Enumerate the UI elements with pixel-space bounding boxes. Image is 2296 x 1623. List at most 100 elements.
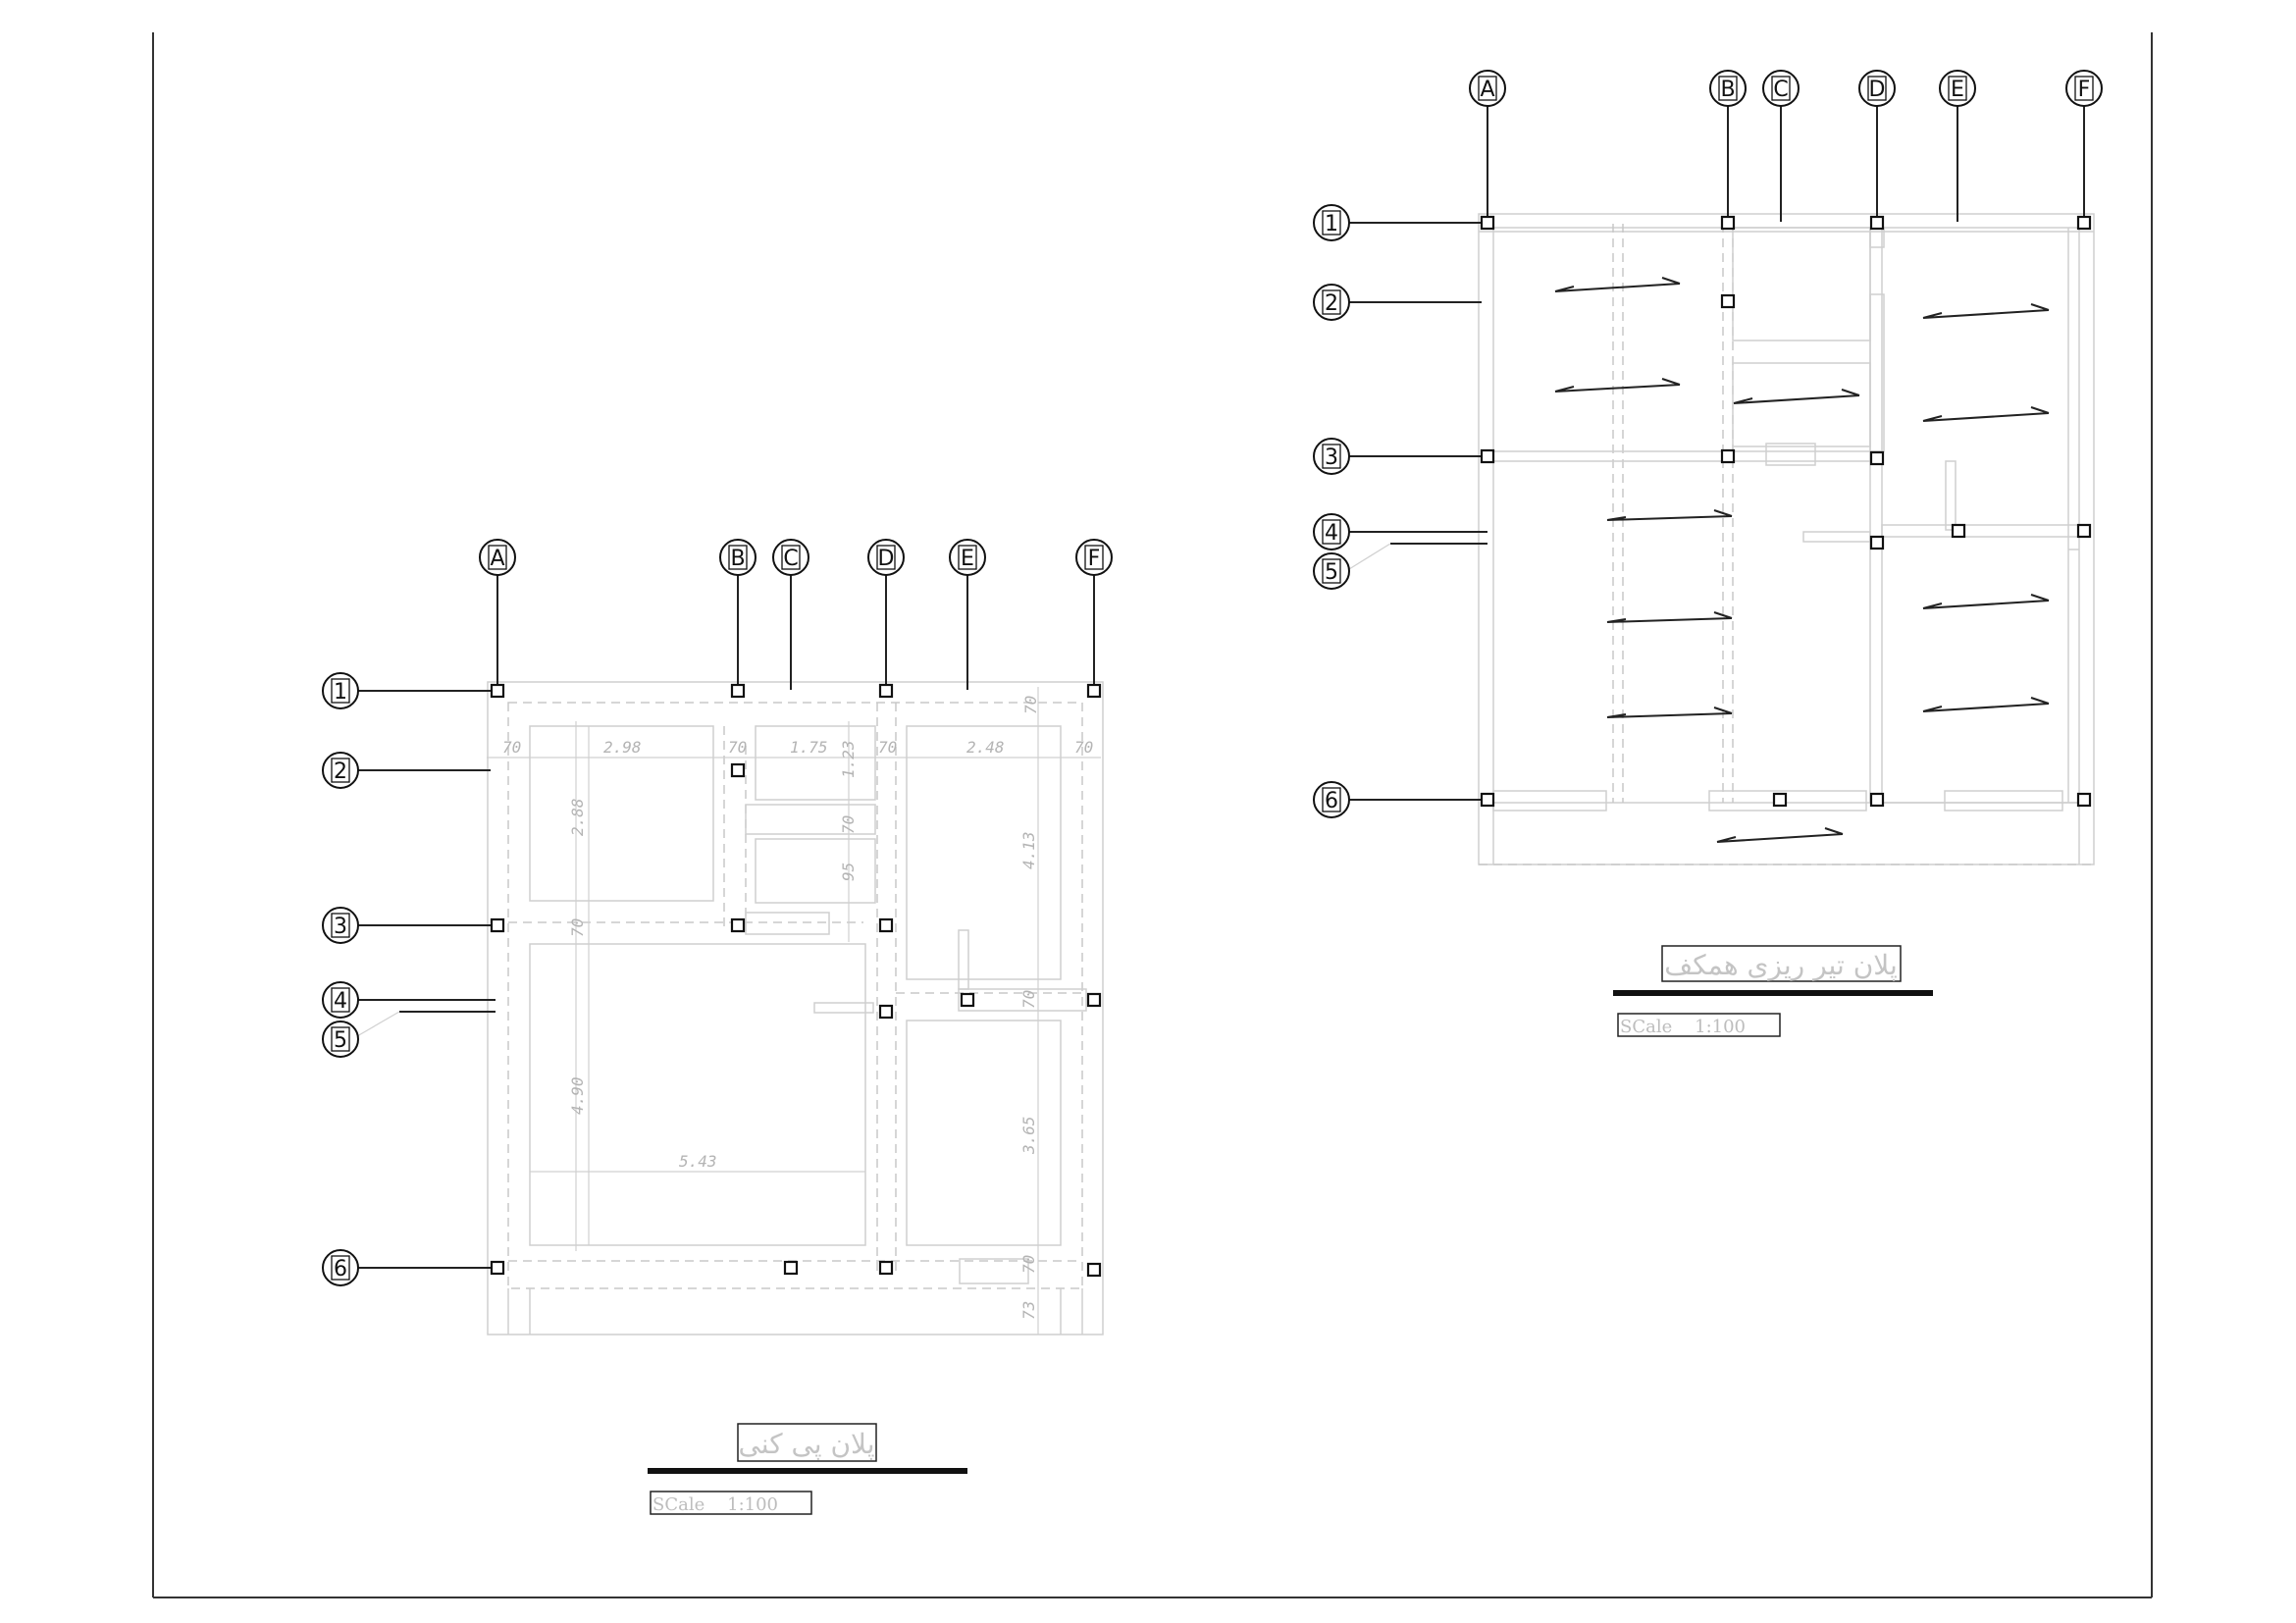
foundation-column-bubble-a: A [479, 539, 516, 576]
beam-direction-arrows [1554, 277, 2050, 843]
foundation-column-bubble-d: D [867, 539, 905, 576]
beam-row-bubble-3: 3 [1313, 438, 1350, 475]
column-marker [1720, 448, 1736, 464]
foundation-column-bubble-c: C [772, 539, 809, 576]
column-marker [730, 762, 746, 778]
svg-text:C: C [1773, 78, 1788, 102]
svg-text:1: 1 [1325, 212, 1338, 236]
column-marker [1480, 215, 1495, 231]
foundation-row-bubble-3: 3 [322, 907, 359, 944]
beam-arrow [1733, 389, 1860, 404]
foundation-column-bubble-f: F [1075, 539, 1113, 576]
column-marker [960, 992, 975, 1008]
svg-text:2: 2 [1325, 291, 1338, 316]
dim-right-70-top: 70 [1021, 696, 1040, 714]
column-marker [490, 917, 505, 933]
beam-arrow [1922, 406, 2050, 422]
foundation-grid-leaders [356, 572, 1095, 1269]
foundation-columns [490, 683, 1102, 1278]
beam-columns [1480, 215, 2092, 808]
foundation-row-bubble-4: 4 [322, 981, 359, 1019]
dim-vert-70-r2: 70 [1019, 1255, 1038, 1274]
column-marker [2076, 792, 2092, 808]
beam-arrow [1554, 277, 1681, 292]
beam-column-bubble-c: C [1762, 70, 1800, 107]
foundation-dimensions: 70 2.98 70 1.75 70 2.48 70 70 2.88 1.23 … [487, 687, 1101, 1335]
svg-text:C: C [783, 547, 798, 571]
column-marker [1086, 683, 1102, 699]
svg-text:B: B [1720, 78, 1735, 102]
svg-text:5: 5 [334, 1028, 347, 1053]
column-marker [878, 1004, 894, 1020]
column-marker [2076, 215, 2092, 231]
svg-text:A: A [1480, 78, 1494, 102]
beam-arrow [1922, 697, 2050, 712]
column-marker [730, 917, 746, 933]
column-marker [1720, 215, 1736, 231]
svg-text:5: 5 [1325, 560, 1338, 585]
column-marker [1086, 1262, 1102, 1278]
foundation-row-bubble-2: 2 [322, 752, 359, 789]
beam-column-bubble-f: F [2065, 70, 2103, 107]
beam-plan-scale: SCale 1:100 [1620, 1017, 1746, 1037]
column-marker [1086, 992, 1102, 1008]
column-marker [1480, 448, 1495, 464]
beam-grid-leaders [1348, 103, 2085, 801]
foundation-column-bubble-e: E [949, 539, 986, 576]
beam-column-bubble-a: A [1469, 70, 1506, 107]
foundation-row-bubble-6: 6 [322, 1249, 359, 1286]
column-marker [783, 1260, 799, 1276]
beam-arrow [1554, 378, 1681, 393]
beam-row-bubble-2: 2 [1313, 284, 1350, 321]
dim-top-70-b: 70 [728, 738, 747, 757]
svg-text:E: E [1951, 78, 1964, 102]
beam-arrow [1606, 707, 1733, 718]
dim-vert-70-r1: 70 [1019, 990, 1038, 1009]
dim-vert-1-23: 1.23 [839, 740, 858, 778]
foundation-plan-scale: SCale 1:100 [652, 1494, 778, 1515]
dim-top-70-d: 70 [1074, 738, 1093, 757]
svg-text:6: 6 [334, 1257, 347, 1282]
foundation-row-bubble-1: 1 [322, 672, 359, 709]
column-marker [1951, 523, 1966, 539]
column-marker [1869, 792, 1885, 808]
dim-top-2-98: 2.98 [603, 738, 642, 757]
svg-text:D: D [878, 547, 895, 571]
foundation-row-bubble-5: 5 [322, 1021, 359, 1058]
svg-text:6: 6 [1325, 789, 1338, 813]
beam-column-bubble-d: D [1858, 70, 1896, 107]
beam-row-bubble-1: 1 [1313, 204, 1350, 241]
svg-text:D: D [1869, 78, 1886, 102]
dim-top-70-c: 70 [878, 738, 897, 757]
beam-row-bubble-6: 6 [1313, 781, 1350, 818]
svg-text:3: 3 [1325, 445, 1338, 470]
dim-vert-4-13: 4.13 [1019, 831, 1038, 869]
dim-vert-70-left: 70 [568, 918, 587, 937]
column-marker [490, 683, 505, 699]
beam-arrow [1606, 509, 1733, 521]
dim-vert-70-mid: 70 [839, 815, 858, 834]
beam-plan-title: پلان تیر ریزی همکف [1664, 949, 1898, 981]
svg-text:1: 1 [334, 680, 347, 705]
dim-horiz-5-43: 5.43 [679, 1152, 717, 1171]
dim-vert-3-65: 3.65 [1019, 1116, 1038, 1155]
column-marker [878, 917, 894, 933]
column-marker [490, 1260, 505, 1276]
column-marker [878, 683, 894, 699]
svg-text:3: 3 [334, 915, 347, 939]
svg-text:A: A [490, 547, 504, 571]
dim-vert-4-90: 4.90 [568, 1076, 587, 1115]
column-marker [2076, 523, 2092, 539]
beam-plan: A B C D E F 1 2 [1313, 70, 2103, 1037]
footing-outlines [487, 681, 1104, 1335]
column-marker [730, 683, 746, 699]
foundation-plan-title: پلان پی کنی [738, 1428, 874, 1460]
foundation-plan: 70 2.98 70 1.75 70 2.48 70 70 2.88 1.23 … [322, 539, 1113, 1515]
foundation-title-block: پلان پی کنی SCale 1:100 [648, 1423, 967, 1515]
beam-arrow [1606, 611, 1733, 623]
dim-vert-73: 73 [1019, 1301, 1038, 1320]
svg-text:2: 2 [334, 759, 347, 784]
svg-text:4: 4 [334, 989, 347, 1014]
column-marker [1869, 535, 1885, 550]
